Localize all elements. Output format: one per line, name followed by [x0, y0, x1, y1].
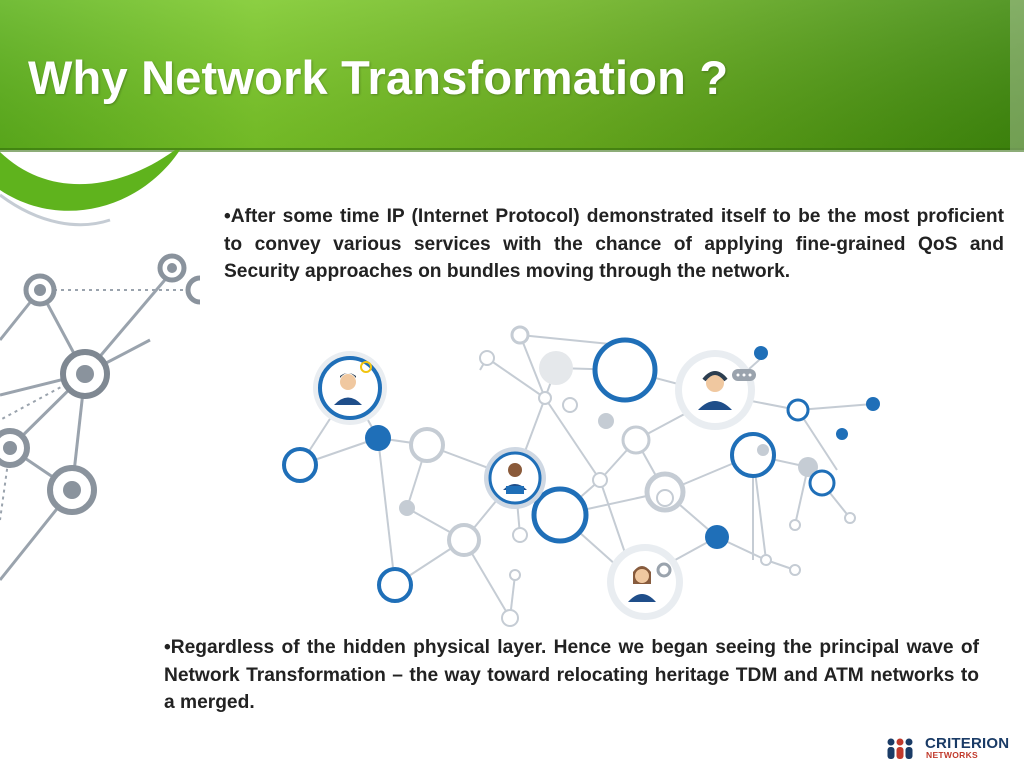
- person-with-idea-icon: [313, 351, 387, 425]
- left-node-group: [0, 253, 200, 515]
- page-title: Why Network Transformation ?: [28, 51, 729, 104]
- logo-subtitle: NETWORKS: [926, 750, 978, 760]
- criterion-networks-logo: CRITERION NETWORKS: [886, 733, 1018, 763]
- header-background: [0, 0, 1024, 152]
- people-logo-icon: [887, 738, 913, 759]
- support-agent-icon: [675, 350, 756, 430]
- logo-name: CRITERION: [925, 735, 1010, 752]
- left-network-decoration: [0, 150, 200, 581]
- bullet-ip-protocol: •After some time IP (Internet Protocol) …: [224, 206, 1004, 282]
- bullet-network-transformation: •Regardless of the hidden physical layer…: [164, 637, 979, 713]
- header-banner: Why Network Transformation ?: [0, 0, 1024, 152]
- green-swoosh: [0, 150, 180, 211]
- person-with-gears-icon: [607, 544, 683, 620]
- person-at-laptop-icon: [484, 447, 546, 509]
- network-illustration: [282, 325, 880, 627]
